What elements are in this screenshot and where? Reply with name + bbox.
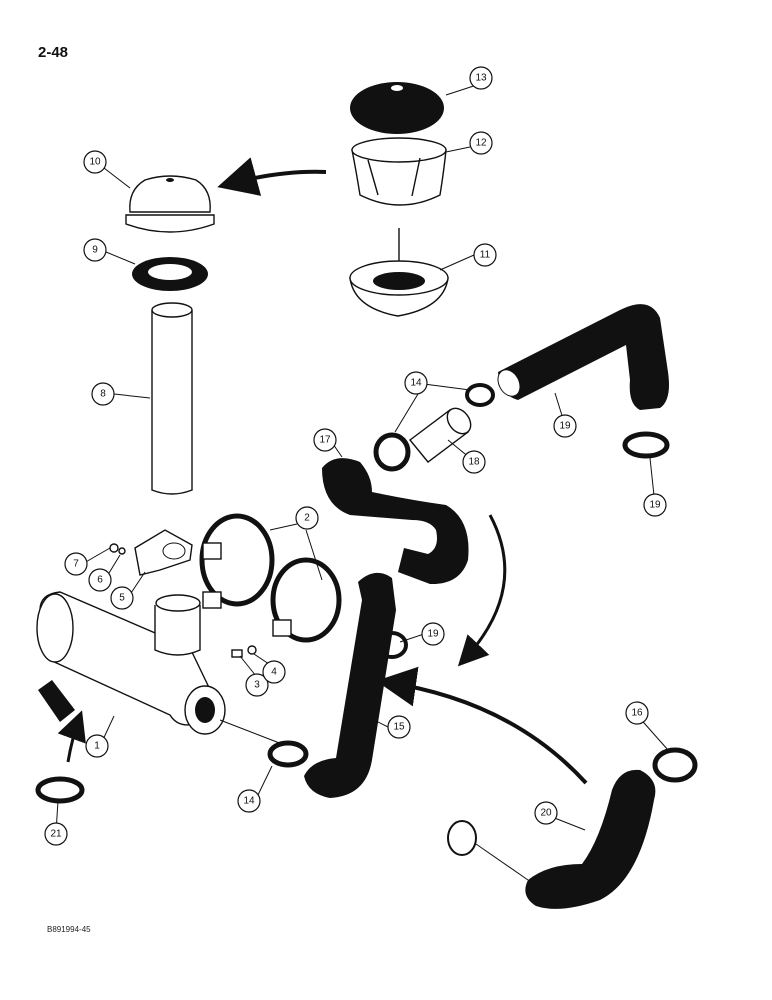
svg-text:12: 12 [475,138,487,149]
callout-3: 3 [245,673,269,697]
leader-lines [55,79,669,833]
callout-15: 15 [387,715,411,739]
callout-19: 16 [625,701,649,725]
svg-text:7: 7 [73,559,79,570]
callout-2: 2 [295,506,319,530]
callout-19: 19 [643,493,667,517]
bracket-part [109,529,193,576]
svg-text:9: 9 [92,245,98,256]
svg-text:14: 14 [243,796,255,807]
callout-7: 7 [64,552,88,576]
svg-text:19: 19 [649,500,661,511]
callout-20: 20 [534,801,558,825]
bolt-washer-part [231,645,257,658]
cap-part [350,82,444,134]
callout-18: 19 [553,414,577,438]
coupler-part [408,407,472,463]
callout-17: 18 [462,450,486,474]
callout-5: 5 [110,586,134,610]
callout-12: 12 [469,131,493,155]
hose-clamp-part [373,383,495,472]
callout-11: 11 [473,243,497,267]
callout-9: 9 [83,238,107,262]
page-number: 2-48 [38,44,69,61]
svg-text:21: 21 [50,829,62,840]
svg-text:3: 3 [254,680,260,691]
callout-8: 8 [91,382,115,406]
svg-text:4: 4 [271,667,277,678]
hose-clamp-part [376,631,408,659]
callout-21: 21 [44,822,68,846]
callout-13: 13 [469,66,493,90]
elbow-hose-part [498,304,669,410]
callout-14: 14 [404,371,428,395]
svg-text:16: 16 [631,708,643,719]
svg-text:18: 18 [468,457,480,468]
svg-text:11: 11 [480,250,491,261]
hose-clamp-part [622,431,670,459]
svg-text:19: 19 [427,629,439,640]
callout-14: 14 [237,789,261,813]
callout-4: 4 [262,660,286,684]
svg-text:5: 5 [119,593,125,604]
svg-text:15: 15 [393,722,405,733]
hose-part [322,458,469,585]
svg-text:20: 20 [540,808,552,819]
seal-ring-part [132,257,208,291]
svg-text:8: 8 [100,389,106,400]
intake-tube-part [151,302,193,495]
svg-text:10: 10 [89,157,101,168]
drawing-code: B891994-45 [47,925,91,934]
band-clamp-part [199,513,342,643]
svg-text:19: 19 [559,421,571,432]
svg-text:13: 13 [475,73,487,84]
hose-part [304,572,396,798]
hose-clamp-part [267,740,309,768]
callout-6: 6 [88,568,112,592]
callout-19: 19 [421,622,445,646]
svg-text:17: 17 [319,435,331,446]
hose-clamp-part [447,820,477,856]
hose-part [525,769,656,909]
precleaner-bowl-part [351,137,447,206]
svg-text:1: 1 [94,741,100,752]
callout-16: 17 [313,428,337,452]
callout-10: 10 [83,150,107,174]
callout-1: 1 [85,734,109,758]
svg-text:6: 6 [97,575,103,586]
cover-part [125,175,215,233]
hose-clamp-part [35,776,85,804]
air-cleaner-body-part [36,591,226,735]
svg-text:2: 2 [304,513,310,524]
precleaner-base-part [349,228,449,317]
svg-text:14: 14 [410,378,422,389]
hose-clamp-part [652,747,698,783]
